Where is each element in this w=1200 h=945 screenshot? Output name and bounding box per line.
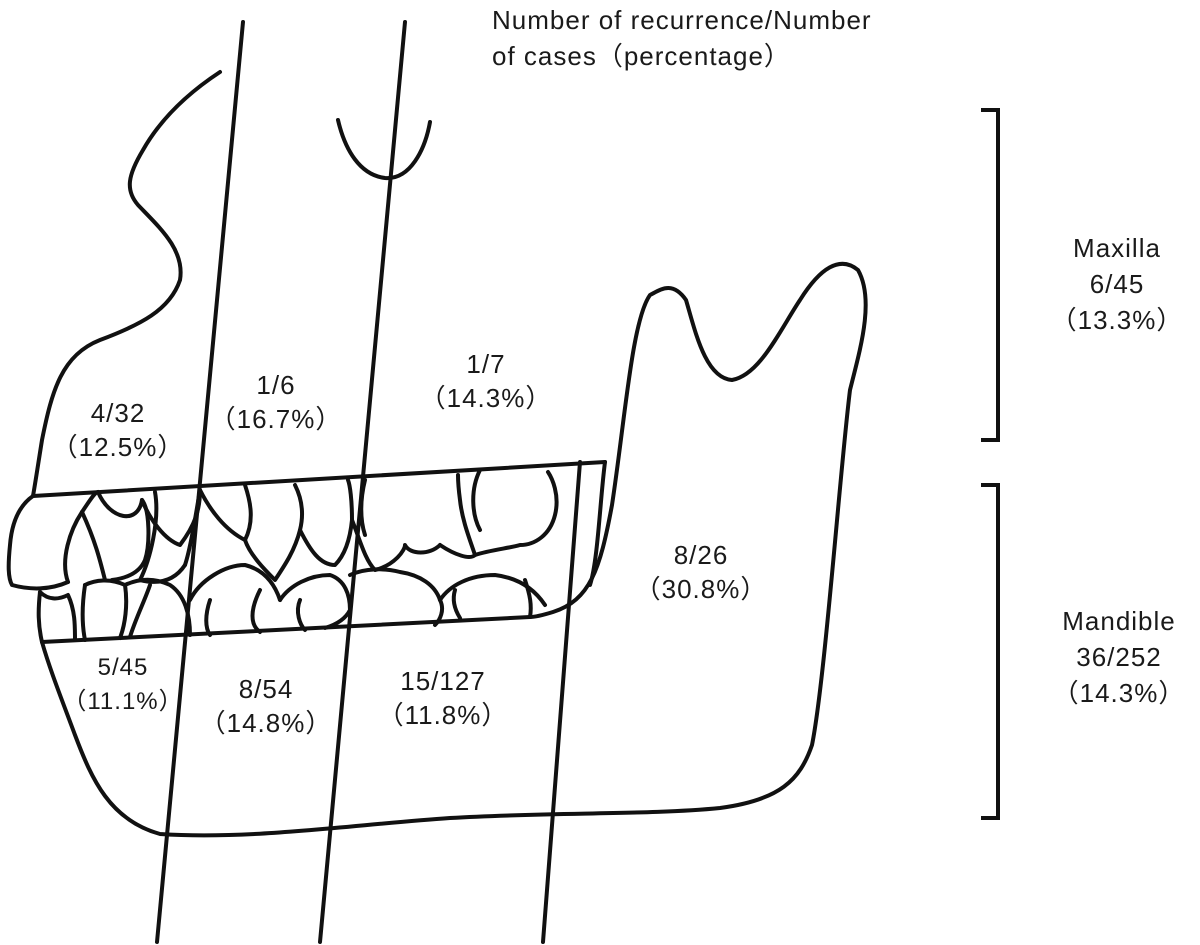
lower-tooth <box>204 598 212 637</box>
mandible-region-molar: 15/127 （11.8%） <box>368 664 518 732</box>
mandible-total-percent: （14.3%） <box>1052 678 1186 708</box>
upper-incisor-outline <box>6 494 70 591</box>
region-percent: （14.3%） <box>419 383 553 413</box>
lower-tooth <box>38 590 77 642</box>
mandible-total: Mandible 36/252 （14.3%） <box>1040 603 1198 711</box>
region-percent: （11.8%） <box>377 700 509 730</box>
lower-tooth <box>188 563 282 602</box>
region-ratio: 8/26 <box>673 540 729 570</box>
division-line-3 <box>541 460 582 944</box>
upper-tooth <box>298 478 354 567</box>
maxilla-total: Maxilla 6/45 （13.3%） <box>1044 230 1190 338</box>
mandible-region-premolar: 8/54 （14.8%） <box>196 672 336 740</box>
mandible-total-ratio: 36/252 <box>1076 642 1162 672</box>
orbit-curve <box>336 118 432 181</box>
lower-tooth <box>250 588 262 634</box>
lower-tooth <box>295 598 307 632</box>
mandible-bracket <box>981 483 1000 820</box>
mandible-outline <box>40 261 868 838</box>
upper-tooth <box>359 478 367 537</box>
legend-line-1: Number of recurrence/Number <box>492 5 872 35</box>
maxilla-region-posterior: 1/7 （14.3%） <box>416 347 556 415</box>
upper-tooth <box>471 468 482 532</box>
mandible-region-ramus: 8/26 （30.8%） <box>626 538 776 606</box>
maxilla-total-ratio: 6/45 <box>1089 269 1145 299</box>
region-ratio: 4/32 <box>90 398 146 428</box>
maxilla-total-percent: （13.3%） <box>1050 305 1184 335</box>
region-percent: （12.5%） <box>51 432 185 462</box>
maxilla-bracket <box>981 108 1000 442</box>
face-profile-outline <box>31 70 222 498</box>
lower-tooth <box>128 583 152 639</box>
region-ratio: 1/6 <box>256 370 296 400</box>
mandible-occlusal-line <box>40 615 532 644</box>
region-ratio: 8/54 <box>238 674 294 704</box>
lower-tooth <box>278 573 352 630</box>
upper-tooth <box>96 490 151 582</box>
lower-tooth <box>438 573 547 607</box>
maxilla-region-middle: 1/6 （16.7%） <box>206 368 346 436</box>
division-line-1 <box>155 20 245 944</box>
upper-tooth <box>350 518 442 572</box>
region-ratio: 5/45 <box>97 654 149 681</box>
region-percent: （11.1%） <box>62 688 184 715</box>
lower-tooth <box>451 588 462 620</box>
legend-line-2: of cases（percentage） <box>492 41 791 71</box>
upper-tooth <box>243 483 305 582</box>
upper-tooth <box>473 470 559 557</box>
upper-tooth <box>80 510 107 582</box>
maxilla-total-name: Maxilla <box>1073 233 1161 263</box>
maxilla-region-anterior: 4/32 （12.5%） <box>48 396 188 464</box>
region-percent: （16.7%） <box>209 404 343 434</box>
legend-caption: Number of recurrence/Number of cases（per… <box>492 2 872 74</box>
lower-tooth <box>523 578 533 619</box>
region-percent: （14.8%） <box>199 708 333 738</box>
lower-tooth <box>348 567 445 627</box>
mandible-region-anterior: 5/45 （11.1%） <box>58 651 188 719</box>
lower-tooth <box>80 583 87 642</box>
upper-tooth <box>438 473 477 559</box>
maxilla-occlusal-line <box>31 460 607 498</box>
region-ratio: 1/7 <box>466 349 506 379</box>
region-ratio: 15/127 <box>400 666 486 696</box>
upper-tooth <box>183 488 202 567</box>
lower-tooth <box>123 577 192 637</box>
region-percent: （30.8%） <box>634 574 768 604</box>
mandible-total-name: Mandible <box>1062 606 1176 636</box>
